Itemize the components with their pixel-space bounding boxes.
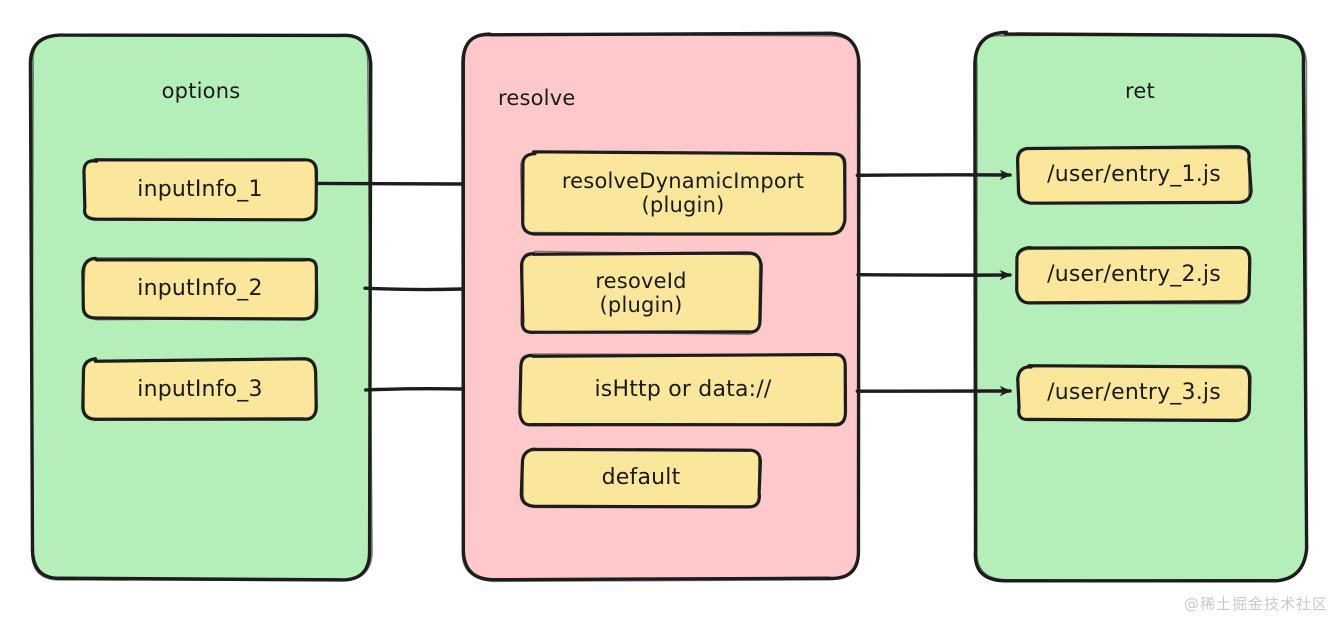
- node-inputInfo_1[interactable]: [82, 157, 319, 222]
- connector-inputInfo_2-to-resolve: [363, 286, 464, 292]
- connector-inputInfo_1-to-resolve: [316, 181, 464, 186]
- node-entry_2[interactable]: [1015, 245, 1252, 305]
- nodes-group: [81, 145, 1253, 509]
- node-entry_1[interactable]: [1015, 145, 1253, 205]
- watermark: @稀土掘金技术社区: [1183, 595, 1328, 613]
- node-entry_3[interactable]: [1016, 364, 1252, 423]
- node-inputInfo_3[interactable]: [81, 357, 318, 422]
- panel-ret[interactable]: [973, 30, 1309, 583]
- node-default[interactable]: [519, 447, 763, 509]
- node-isHttpOrData[interactable]: [518, 352, 848, 427]
- node-inputInfo_2[interactable]: [81, 256, 319, 321]
- node-resoveId[interactable]: [519, 250, 763, 335]
- connector-inputInfo_3-to-resolve: [363, 387, 464, 392]
- connectors-group: [316, 169, 1012, 397]
- node-resolveDynamicImport[interactable]: [519, 150, 847, 236]
